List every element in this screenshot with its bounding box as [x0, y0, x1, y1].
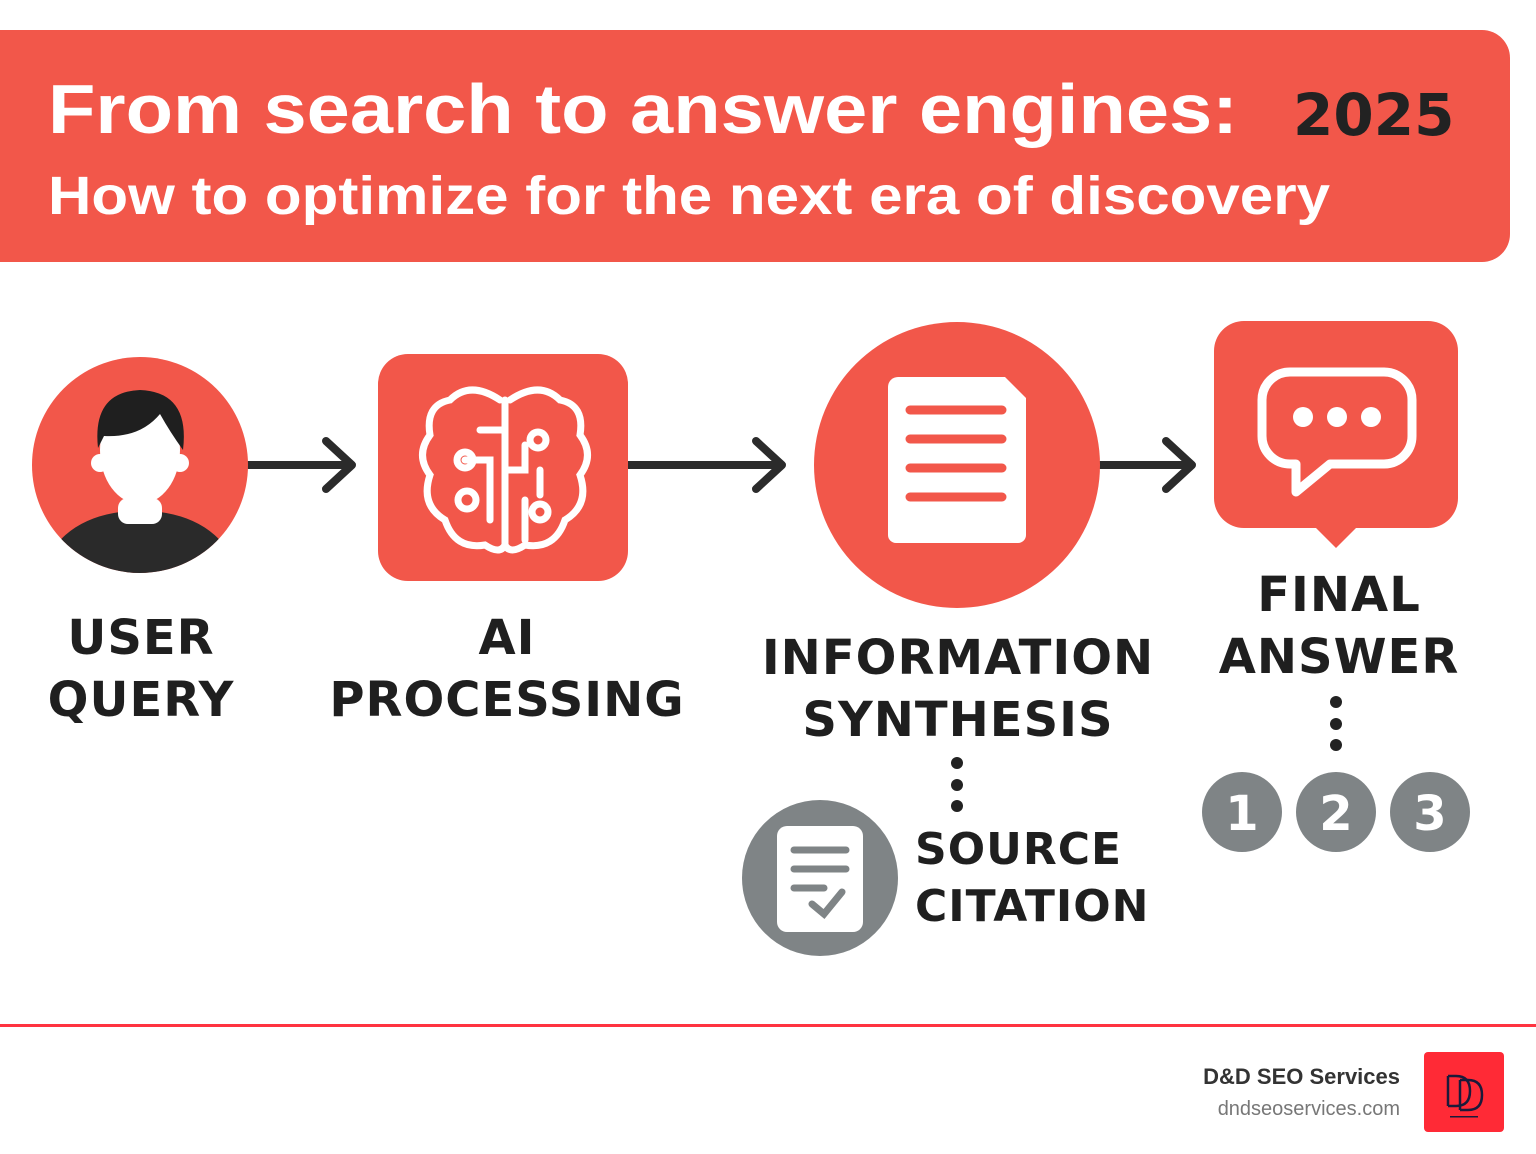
- footer-company-name: D&D SEO Services: [1203, 1064, 1400, 1089]
- dotted-connector: [951, 757, 963, 812]
- svg-text:1: 1: [1225, 786, 1258, 842]
- checklist-document-icon: [742, 800, 898, 956]
- svg-text:3: 3: [1413, 786, 1446, 842]
- arrow-icon: [244, 437, 356, 493]
- user-icon: [32, 357, 248, 573]
- dotted-connector: [1330, 696, 1342, 751]
- svg-text:2: 2: [1319, 786, 1352, 842]
- footer-divider: [0, 1024, 1536, 1027]
- page-title: From search to answer engines:: [48, 70, 1238, 148]
- arrow-icon: [624, 437, 786, 493]
- footer-url: dndseoservices.com: [1217, 1098, 1400, 1120]
- rank-badge-2: 2: [1296, 772, 1376, 852]
- company-logo: [1424, 1052, 1504, 1132]
- header-banner: [0, 30, 1510, 262]
- rank-badge-1: 1: [1202, 772, 1282, 852]
- arrow-icon: [1096, 437, 1196, 493]
- rank-badge-3: 3: [1390, 772, 1470, 852]
- year-badge: 2025: [1293, 81, 1454, 149]
- logo-mark-icon: [1446, 1074, 1484, 1118]
- page-subtitle: How to optimize for the next era of disc…: [48, 166, 1330, 226]
- brain-icon: [378, 354, 628, 581]
- chat-bubble-icon: [1214, 321, 1458, 548]
- document-icon: [814, 322, 1100, 608]
